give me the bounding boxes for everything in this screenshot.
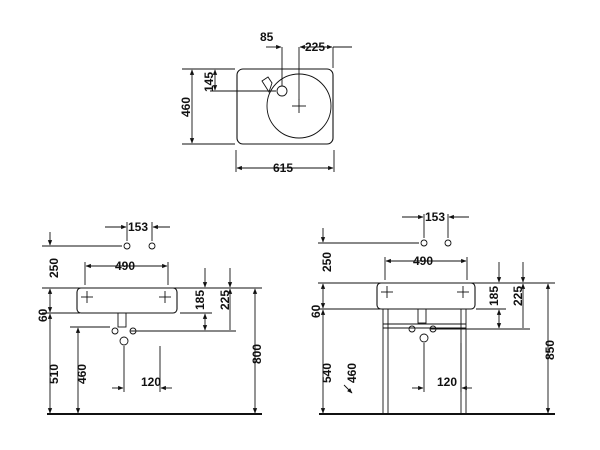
dim-250-left-label: 250 [47, 258, 61, 278]
dim-460-top-label: 460 [179, 97, 193, 117]
dim-120-right-label: 120 [437, 375, 457, 389]
dim-225-top-label: 225 [305, 40, 325, 54]
dim-145-label: 145 [202, 72, 216, 92]
dim-120-left-label: 120 [141, 375, 161, 389]
drain-right [417, 308, 427, 324]
top-view: 85 225 460 145 615 [179, 30, 352, 175]
basin-outline-front-left [76, 287, 178, 314]
basin-outline-top [236, 68, 334, 145]
dim-85-label: 85 [260, 30, 274, 44]
dim-540-label: 540 [320, 363, 334, 383]
dim-185-right-label: 185 [487, 286, 501, 306]
dim-225-right-label: 225 [511, 286, 525, 306]
dim-800-label: 800 [250, 344, 264, 364]
dim-60-right-label: 60 [309, 304, 323, 318]
stand-frame [382, 309, 467, 413]
dim-850-label: 850 [543, 340, 557, 360]
dim-225-left-label: 225 [218, 290, 232, 310]
dim-153-left-label: 153 [128, 220, 148, 234]
tap-icon [261, 76, 273, 94]
dim-60-left-label: 60 [36, 308, 50, 322]
dim-510-label: 510 [47, 364, 61, 384]
dim-490-right-label: 490 [413, 254, 433, 268]
dim-153-right-label: 153 [425, 210, 445, 224]
front-view-stand: 153 250 490 60 185 225 540 460 120 850 [309, 210, 557, 415]
dim-615-label: 615 [273, 161, 293, 175]
drain-left [117, 312, 127, 328]
front-view-wall: 153 250 490 60 185 225 510 460 120 800 [36, 220, 264, 415]
basin-outline-front-right [376, 282, 476, 310]
dim-490-left-label: 490 [115, 259, 135, 273]
dim-185-left-label: 185 [193, 290, 207, 310]
dim-250-right-label: 250 [320, 252, 334, 272]
dim-460-right-label: 460 [345, 363, 359, 383]
dim-460-left-label: 460 [75, 364, 89, 384]
